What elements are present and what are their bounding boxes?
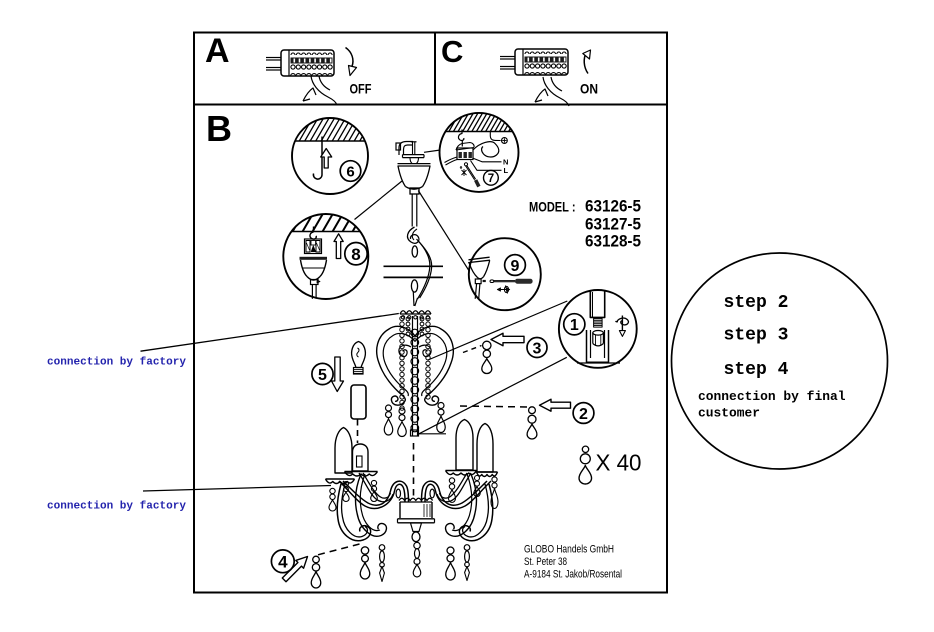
svg-text:5: 5 xyxy=(318,367,327,384)
svg-text:6: 6 xyxy=(346,163,354,180)
svg-text:step 4: step 4 xyxy=(724,359,789,380)
svg-text:GLOBO Handels GmbH: GLOBO Handels GmbH xyxy=(524,544,614,556)
svg-text:customer: customer xyxy=(698,406,760,421)
svg-text:MODEL :: MODEL : xyxy=(529,200,576,215)
svg-text:connection by factory: connection by factory xyxy=(47,501,186,513)
svg-text:4: 4 xyxy=(278,552,288,571)
svg-text:63128-5: 63128-5 xyxy=(585,232,641,251)
svg-text:63127-5: 63127-5 xyxy=(585,215,641,234)
svg-text:9: 9 xyxy=(511,258,520,275)
svg-text:B: B xyxy=(206,108,232,149)
svg-text:ON: ON xyxy=(580,82,598,97)
svg-text:St. Peter 38: St. Peter 38 xyxy=(524,556,567,568)
svg-text:step 3: step 3 xyxy=(724,325,789,346)
svg-text:step 2: step 2 xyxy=(724,292,789,313)
svg-text:2: 2 xyxy=(579,406,588,423)
svg-text:3: 3 xyxy=(533,340,542,357)
svg-text:L: L xyxy=(504,166,509,175)
svg-text:1: 1 xyxy=(570,317,579,334)
svg-text:X 40: X 40 xyxy=(596,450,642,476)
svg-text:connection by final: connection by final xyxy=(698,389,846,404)
svg-text:7: 7 xyxy=(488,173,494,185)
svg-text:C: C xyxy=(441,34,463,69)
svg-text:8: 8 xyxy=(351,245,360,264)
svg-text:A: A xyxy=(205,32,230,70)
svg-text:63126-5: 63126-5 xyxy=(585,197,641,216)
svg-text:OFF: OFF xyxy=(350,82,372,97)
svg-text:A-9184 St. Jakob/Rosental: A-9184 St. Jakob/Rosental xyxy=(524,569,622,581)
svg-text:connection by factory: connection by factory xyxy=(47,357,186,369)
svg-text:N: N xyxy=(503,157,508,166)
